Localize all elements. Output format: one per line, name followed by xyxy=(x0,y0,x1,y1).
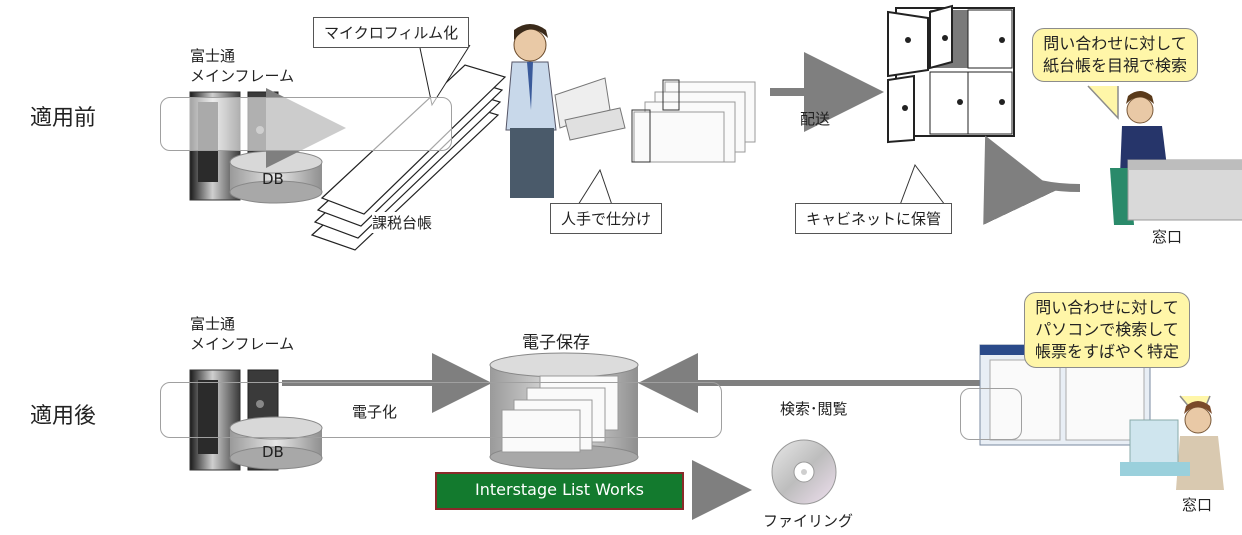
digitize-label: 電子化 xyxy=(352,403,398,421)
sort-callout-pointer xyxy=(577,168,613,206)
ledger-label: 課税台帳 xyxy=(372,212,433,233)
inquiry-bubble-before: 問い合わせに対して 紙台帳を目視で検索 xyxy=(1032,28,1199,82)
clerk-at-desk-before-icon xyxy=(1110,91,1242,225)
storage-label: 電子保存 xyxy=(522,333,590,353)
tray-after-pc xyxy=(960,388,1022,440)
db-label-after: DB xyxy=(262,443,284,461)
row-label-before: 適用前 xyxy=(30,106,97,131)
cabinet-callout-pointer xyxy=(899,163,946,206)
manual-sort-callout: 人手で仕分け xyxy=(550,203,663,234)
row-label-after: 適用後 xyxy=(30,404,97,429)
db-label-before: DB xyxy=(262,170,284,188)
mainframe-label-before: 富士通 メインフレーム xyxy=(190,47,295,85)
delivery-label: 配送 xyxy=(800,110,831,128)
search-label: 検索･閲覧 xyxy=(780,400,848,418)
microfilm-callout: マイクロフィルム化 xyxy=(313,17,470,48)
counter-label-after: 窓口 xyxy=(1182,496,1213,514)
counter-label-before: 窓口 xyxy=(1152,228,1183,246)
cabinet-callout: キャビネットに保管 xyxy=(795,203,953,234)
bubble-pointer-before xyxy=(1087,85,1119,120)
microfilm-sheets-icon xyxy=(310,64,507,251)
db-cylinder-after xyxy=(229,416,323,470)
tray-after-mainframe xyxy=(160,382,722,438)
inquiry-bubble-after: 問い合わせに対して パソコンで検索して 帳票をすばやく特定 xyxy=(1024,292,1191,368)
clerk-at-pc-after-icon xyxy=(1120,401,1224,490)
sorted-forms-icon xyxy=(631,79,756,163)
filing-label: ファイリング xyxy=(763,512,854,530)
electronic-storage-icon xyxy=(489,352,639,470)
person-sorting-icon xyxy=(505,24,626,198)
arrow-counter-to-cabinet xyxy=(983,135,1081,225)
interstage-list-works-product: Interstage List Works xyxy=(435,472,684,510)
cd-icon xyxy=(771,439,837,505)
mainframe-label-after: 富士通 メインフレーム xyxy=(190,315,295,353)
cabinet-icon xyxy=(887,4,1015,144)
tray-before-mainframe xyxy=(160,97,452,151)
